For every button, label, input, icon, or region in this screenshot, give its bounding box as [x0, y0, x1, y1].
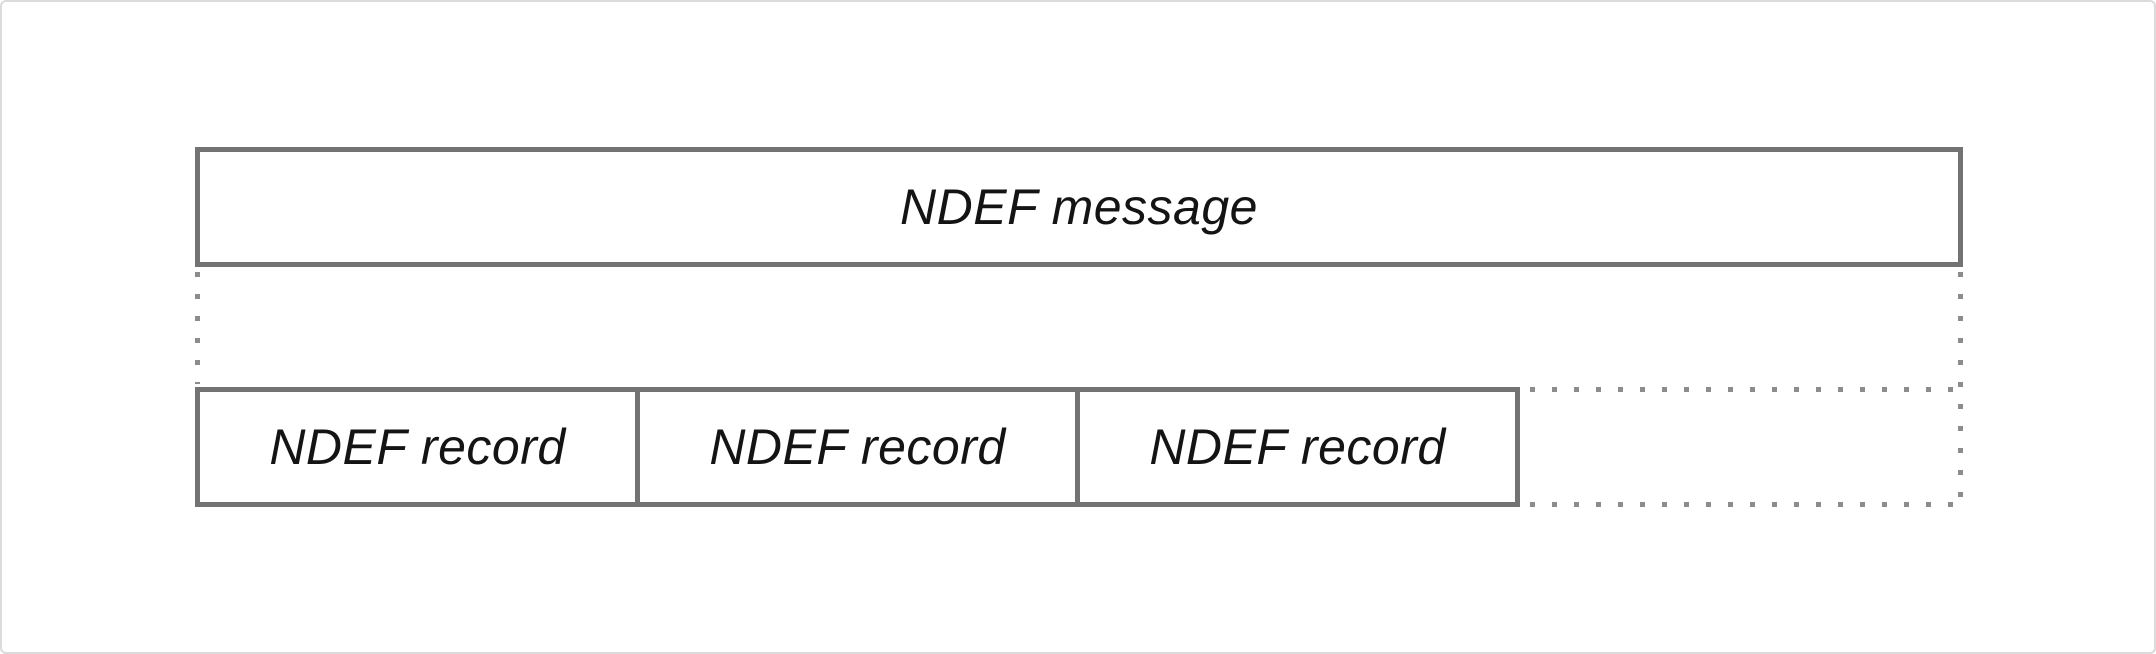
ndef-record-label: NDEF record [1149, 419, 1446, 475]
ndef-message-label: NDEF message [900, 179, 1258, 235]
dotted-connector-right [1958, 272, 1963, 504]
ndef-record-box: NDEF record [1075, 387, 1520, 507]
ndef-record-label: NDEF record [709, 419, 1006, 475]
dotted-continuation-bottom [1530, 502, 1956, 507]
ndef-record-label: NDEF record [269, 419, 566, 475]
ndef-record-box: NDEF record [635, 387, 1080, 507]
dotted-connector-left [195, 272, 200, 384]
ndef-message-box: NDEF message [195, 147, 1963, 267]
ndef-record-box: NDEF record [195, 387, 640, 507]
ndef-records-row: NDEF record NDEF record NDEF record [195, 387, 1520, 507]
dotted-continuation-top [1530, 387, 1956, 392]
